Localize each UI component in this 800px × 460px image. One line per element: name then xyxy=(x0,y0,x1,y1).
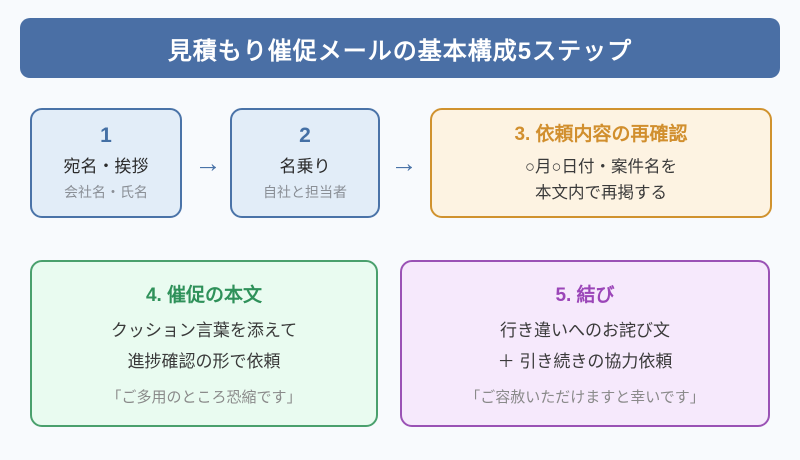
page-title: 見積もり催促メールの基本構成5ステップ xyxy=(167,37,633,65)
step-4-card: 4. 催促の本文 クッション言葉を添えて 進捗確認の形で依頼 「ご多用のところ恐… xyxy=(30,260,378,427)
step-3-line-2: 本文内で再掲する xyxy=(535,184,667,202)
step-4-title: 4. 催促の本文 xyxy=(145,284,263,306)
step-5-card: 5. 結び 行き違いへのお詫び文 ＋ 引き続きの協力依頼 「ご容赦いただけますと… xyxy=(400,260,770,427)
step-3-line-1: ○月○日付・案件名を xyxy=(525,158,677,177)
step-3-title: 3. 依頼内容の再確認 xyxy=(514,124,688,146)
flow-arrow-icon: → xyxy=(194,147,222,178)
step-2-number: 2 xyxy=(299,124,311,147)
step-5-title: 5. 結び xyxy=(555,284,615,306)
page-title-banner: 見積もり催促メールの基本構成5ステップ xyxy=(20,18,780,78)
step-3-card: 3. 依頼内容の再確認 ○月○日付・案件名を 本文内で再掲する xyxy=(430,108,772,218)
step-1-number: 1 xyxy=(100,124,112,147)
step-5-line-2: ＋ 引き続きの協力依頼 xyxy=(497,351,673,371)
step-1-title: 宛名・挨拶 xyxy=(63,157,149,176)
step-2-card: 2 名乗り 自社と担当者 xyxy=(230,108,380,218)
flow-arrow-icon: → xyxy=(390,147,418,178)
step-4-quote: 「ご多用のところ恐縮です」 xyxy=(106,389,302,407)
step-1-card: 1 宛名・挨拶 会社名・氏名 xyxy=(30,108,182,218)
step-4-line-1: クッション言葉を添えて xyxy=(110,320,298,340)
step-2-subtitle: 自社と担当者 xyxy=(263,184,347,200)
step-5-quote: 「ご容赦いただけますと幸いです」 xyxy=(465,389,705,407)
step-1-subtitle: 会社名・氏名 xyxy=(64,184,148,200)
step-4-line-2: 進捗確認の形で依頼 xyxy=(127,351,281,371)
step-2-title: 名乗り xyxy=(279,157,331,176)
step-5-line-1: 行き違いへのお詫び文 xyxy=(500,320,670,340)
